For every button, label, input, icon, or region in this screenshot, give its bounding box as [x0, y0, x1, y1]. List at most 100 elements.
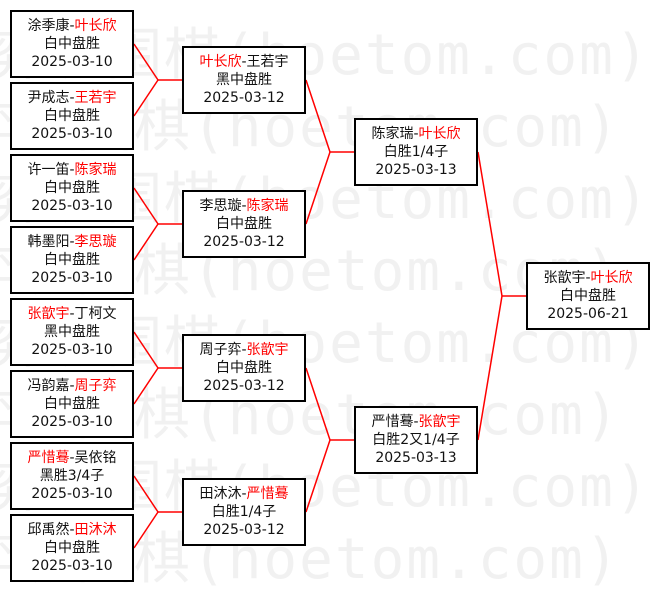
match-players: 严惜蓦-吴依铭: [27, 449, 116, 467]
match-result: 白中盘胜: [216, 360, 272, 376]
black-player: 李思璇: [199, 198, 242, 214]
match-players: 涂季康-叶长欣: [27, 17, 116, 35]
white-player: 严惜蓦: [246, 486, 289, 502]
match-players: 叶长欣-王若宇: [199, 53, 288, 71]
match-result: 白胜2又1/4子: [372, 432, 460, 448]
match-result: 白中盘胜: [44, 396, 100, 412]
player-separator: -: [69, 234, 75, 250]
match-result: 白胜1/4子: [211, 504, 277, 520]
black-player: 尹成志: [27, 90, 70, 106]
match-date: 2025-03-13: [375, 162, 457, 178]
match-players: 冯韵嘉-周子弈: [27, 377, 116, 395]
match-result: 白中盘胜: [216, 216, 272, 232]
match-players: 张歆宇-丁柯文: [27, 305, 116, 323]
white-player: 吴依铭: [74, 450, 117, 466]
bracket-connector-line: [305, 151, 331, 225]
match-result: 白中盘胜: [44, 108, 100, 124]
bracket-connector-line: [133, 223, 159, 261]
white-player: 叶长欣: [418, 126, 461, 142]
match-date: 2025-03-10: [31, 414, 113, 430]
match-box: 周子弈-张歆宇白中盘胜 2025-03-12: [182, 334, 306, 402]
match-players: 李思璇-陈家瑞: [199, 197, 288, 215]
match-date: 2025-03-12: [203, 378, 285, 394]
match-result: 黑胜3/4子: [39, 468, 105, 484]
match-players: 周子弈-张歆宇: [199, 341, 288, 359]
match-box: 李思璇-陈家瑞白中盘胜 2025-03-12: [182, 190, 306, 258]
black-player: 陈家瑞: [371, 126, 414, 142]
black-player: 韩墨阳: [27, 234, 70, 250]
match-date: 2025-06-21: [547, 306, 629, 322]
match-date: 2025-03-12: [203, 90, 285, 106]
black-player: 邱禹然: [27, 522, 70, 538]
bracket-connector-line: [133, 79, 159, 117]
player-separator: -: [69, 162, 75, 178]
white-player: 陈家瑞: [74, 162, 117, 178]
player-separator: -: [585, 270, 591, 286]
player-separator: -: [241, 54, 247, 70]
match-date: 2025-03-13: [375, 450, 457, 466]
black-player: 张歆宇: [543, 270, 586, 286]
player-separator: -: [69, 90, 75, 106]
match-date: 2025-03-10: [31, 558, 113, 574]
bracket-connector-line: [305, 79, 331, 153]
bracket-connector-line: [133, 475, 159, 513]
bracket-connector-line: [477, 295, 503, 441]
black-player: 叶长欣: [199, 54, 242, 70]
match-result: 白中盘胜: [44, 252, 100, 268]
match-players: 张歆宇-叶长欣: [543, 269, 632, 287]
black-player: 张歆宇: [27, 306, 70, 322]
bracket-connector-line: [133, 43, 159, 81]
white-player: 丁柯文: [74, 306, 117, 322]
black-player: 田沐沐: [199, 486, 242, 502]
match-result: 白中盘胜: [44, 180, 100, 196]
player-separator: -: [241, 198, 247, 214]
black-player: 周子弈: [199, 342, 242, 358]
match-players: 尹成志-王若宇: [27, 89, 116, 107]
white-player: 张歆宇: [418, 414, 461, 430]
bracket-connector-line: [133, 331, 159, 369]
white-player: 叶长欣: [74, 18, 117, 34]
match-result: 白中盘胜: [44, 540, 100, 556]
match-players: 韩墨阳-李思璇: [27, 233, 116, 251]
black-player: 严惜蓦: [27, 450, 70, 466]
match-date: 2025-03-12: [203, 234, 285, 250]
match-date: 2025-03-10: [31, 342, 113, 358]
match-result: 黑中盘胜: [44, 324, 100, 340]
player-separator: -: [69, 450, 75, 466]
bracket-connector-line: [305, 439, 331, 513]
player-separator: -: [413, 126, 419, 142]
white-player: 张歆宇: [246, 342, 289, 358]
match-date: 2025-03-10: [31, 54, 113, 70]
black-player: 许一笛: [27, 162, 70, 178]
match-box: 严惜蓦-张歆宇白胜2又1/4子 2025-03-13: [354, 406, 478, 474]
match-players: 田沐沐-严惜蓦: [199, 485, 288, 503]
player-separator: -: [69, 306, 75, 322]
bracket-connector-line: [477, 151, 503, 297]
bracket-connector-line: [133, 367, 159, 405]
white-player: 周子弈: [74, 378, 117, 394]
bracket-connector-line: [133, 511, 159, 549]
match-result: 黑中盘胜: [216, 72, 272, 88]
black-player: 严惜蓦: [371, 414, 414, 430]
match-date: 2025-03-12: [203, 522, 285, 538]
player-separator: -: [69, 378, 75, 394]
match-players: 邱禹然-田沐沐: [27, 521, 116, 539]
match-result: 白中盘胜: [560, 288, 616, 304]
player-separator: -: [413, 414, 419, 430]
match-players: 陈家瑞-叶长欣: [371, 125, 460, 143]
white-player: 王若宇: [246, 54, 289, 70]
player-separator: -: [69, 18, 75, 34]
match-box: 冯韵嘉-周子弈白中盘胜 2025-03-10: [10, 370, 134, 438]
white-player: 李思璇: [74, 234, 117, 250]
player-separator: -: [69, 522, 75, 538]
white-player: 田沐沐: [74, 522, 117, 538]
